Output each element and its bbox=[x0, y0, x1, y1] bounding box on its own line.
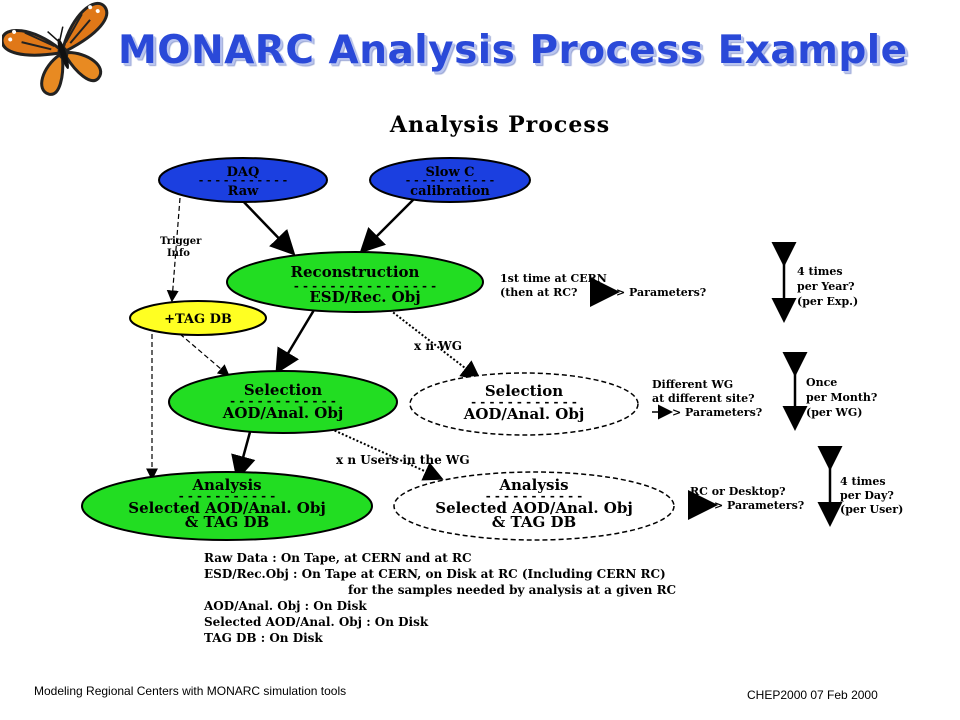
svg-text:Reconstruction: Reconstruction bbox=[291, 263, 420, 281]
arrow-reco-to-sel2 bbox=[389, 309, 482, 381]
svg-text:DAQ: DAQ bbox=[227, 165, 260, 180]
svg-text:(per Exp.): (per Exp.) bbox=[797, 295, 858, 308]
node-slow-calibration: Slow C - - - - - - - - - - - calibration bbox=[369, 157, 531, 203]
butterfly-logo bbox=[2, 2, 109, 96]
svg-text:- - - - - - - - - - - - - - -: - - - - - - - - - - - - - - - - bbox=[294, 279, 436, 293]
arrow-daq-to-tagdb bbox=[166, 197, 181, 303]
svg-text:> Parameters?: > Parameters? bbox=[616, 286, 706, 299]
svg-text:at different site?: at different site? bbox=[652, 392, 755, 405]
svg-text:Different WG: Different WG bbox=[652, 378, 733, 391]
svg-text:ESD/Rec. Obj: ESD/Rec. Obj bbox=[309, 288, 420, 306]
node-selection-2: Selection - - - - - - - - - - - - AOD/An… bbox=[409, 372, 639, 436]
note-reco-frequency: 4 times per Year? (per Exp.) bbox=[797, 265, 858, 308]
arrow-reco-to-sel1 bbox=[275, 299, 322, 375]
svg-text:(per User): (per User) bbox=[840, 503, 903, 516]
storage-line: TAG DB : On Disk bbox=[204, 631, 323, 645]
arrow-slowc-to-reco bbox=[359, 197, 416, 254]
svg-text:per Year?: per Year? bbox=[797, 280, 855, 293]
node-reconstruction: Reconstruction - - - - - - - - - - - - -… bbox=[226, 251, 484, 313]
label-x-n-users: x n Users in the WG bbox=[336, 453, 470, 467]
svg-text:AOD/Anal. Obj: AOD/Anal. Obj bbox=[222, 404, 344, 422]
slide-title: MONARC Analysis Process Example bbox=[118, 28, 908, 73]
svg-text:Raw: Raw bbox=[228, 184, 260, 199]
storage-line: for the samples needed by analysis at a … bbox=[348, 583, 676, 597]
label-trigger-info-2: Info bbox=[167, 248, 190, 259]
svg-text:(then at RC?: (then at RC? bbox=[500, 286, 578, 299]
svg-text:> Parameters?: > Parameters? bbox=[672, 406, 762, 419]
svg-text:per Day?: per Day? bbox=[840, 489, 894, 502]
svg-text:Selection: Selection bbox=[485, 382, 563, 400]
svg-text:Selected AOD/Anal. Obj: Selected AOD/Anal. Obj bbox=[128, 499, 326, 517]
note-sel-frequency: Once per Month? (per WG) bbox=[806, 376, 877, 419]
svg-text:Once: Once bbox=[806, 376, 837, 389]
svg-text:- - - - - - - - - - -: - - - - - - - - - - - bbox=[199, 174, 288, 187]
svg-text:Analysis: Analysis bbox=[191, 476, 261, 494]
storage-line: AOD/Anal. Obj : On Disk bbox=[203, 599, 367, 613]
node-analysis-1: Analysis - - - - - - - - - - - Selected … bbox=[81, 471, 373, 541]
label-x-n-wg: x n WG bbox=[414, 339, 462, 353]
note-ana-frequency: 4 times per Day? (per User) bbox=[840, 475, 903, 516]
svg-text:- - - - - - - - - - - -: - - - - - - - - - - - - bbox=[471, 395, 577, 409]
svg-text:& TAG DB: & TAG DB bbox=[185, 513, 269, 531]
svg-text:- - - - - - - - - - - -: - - - - - - - - - - - - bbox=[230, 394, 336, 408]
svg-text:RC or Desktop?: RC or Desktop? bbox=[690, 485, 786, 498]
storage-line: ESD/Rec.Obj : On Tape at CERN, on Disk a… bbox=[204, 567, 666, 581]
svg-text:- - - - - - - - - - -: - - - - - - - - - - - bbox=[486, 489, 583, 503]
node-daq-raw: DAQ - - - - - - - - - - - Raw bbox=[158, 157, 328, 203]
arrow-tagdb-to-sel1 bbox=[179, 333, 230, 377]
svg-text:Selection: Selection bbox=[244, 381, 322, 399]
arrow-sel1-to-ana1 bbox=[231, 431, 256, 481]
label-trigger-info-1: Trigger bbox=[160, 236, 202, 247]
node-selection-1: Selection - - - - - - - - - - - - AOD/An… bbox=[168, 370, 398, 434]
svg-text:+TAG DB: +TAG DB bbox=[164, 312, 232, 327]
diagram-heading: Analysis Process bbox=[389, 112, 610, 138]
svg-text:Selected AOD/Anal. Obj: Selected AOD/Anal. Obj bbox=[435, 499, 633, 517]
svg-text:Slow C: Slow C bbox=[425, 165, 474, 180]
svg-text:AOD/Anal. Obj: AOD/Anal. Obj bbox=[463, 405, 585, 423]
node-analysis-2: Analysis - - - - - - - - - - - Selected … bbox=[393, 471, 675, 541]
svg-text:1st time at CERN: 1st time at CERN bbox=[500, 272, 607, 285]
storage-legend: Raw Data : On Tape, at CERN and at RC ES… bbox=[203, 551, 676, 645]
arrow-daq-to-reco bbox=[239, 197, 296, 256]
svg-text:> Parameters?: > Parameters? bbox=[714, 499, 804, 512]
footer-right: CHEP2000 07 Feb 2000 bbox=[747, 688, 878, 702]
svg-text:- - - - - - - - - - -: - - - - - - - - - - - bbox=[179, 489, 276, 503]
svg-text:Analysis: Analysis bbox=[498, 476, 568, 494]
svg-text:4 times: 4 times bbox=[840, 475, 886, 488]
arrow-sel1-to-ana2 bbox=[319, 423, 444, 481]
svg-text:calibration: calibration bbox=[410, 184, 490, 199]
footer-left: Modeling Regional Centers with MONARC si… bbox=[34, 684, 347, 698]
svg-text:per Month?: per Month? bbox=[806, 391, 877, 404]
storage-line: Selected AOD/Anal. Obj : On Disk bbox=[204, 615, 429, 629]
svg-text:(per WG): (per WG) bbox=[806, 406, 862, 419]
node-tag-db: +TAG DB bbox=[129, 300, 267, 336]
note-ana-where: RC or Desktop? > Parameters? bbox=[688, 485, 804, 520]
svg-text:& TAG DB: & TAG DB bbox=[492, 513, 576, 531]
note-sel-where: Different WG at different site? > Parame… bbox=[652, 378, 762, 420]
svg-text:- - - - - - - - - - -: - - - - - - - - - - - bbox=[406, 174, 495, 187]
storage-line: Raw Data : On Tape, at CERN and at RC bbox=[204, 551, 472, 565]
svg-text:4 times: 4 times bbox=[797, 265, 843, 278]
note-reco-where: 1st time at CERN (then at RC? > Paramete… bbox=[500, 272, 706, 307]
